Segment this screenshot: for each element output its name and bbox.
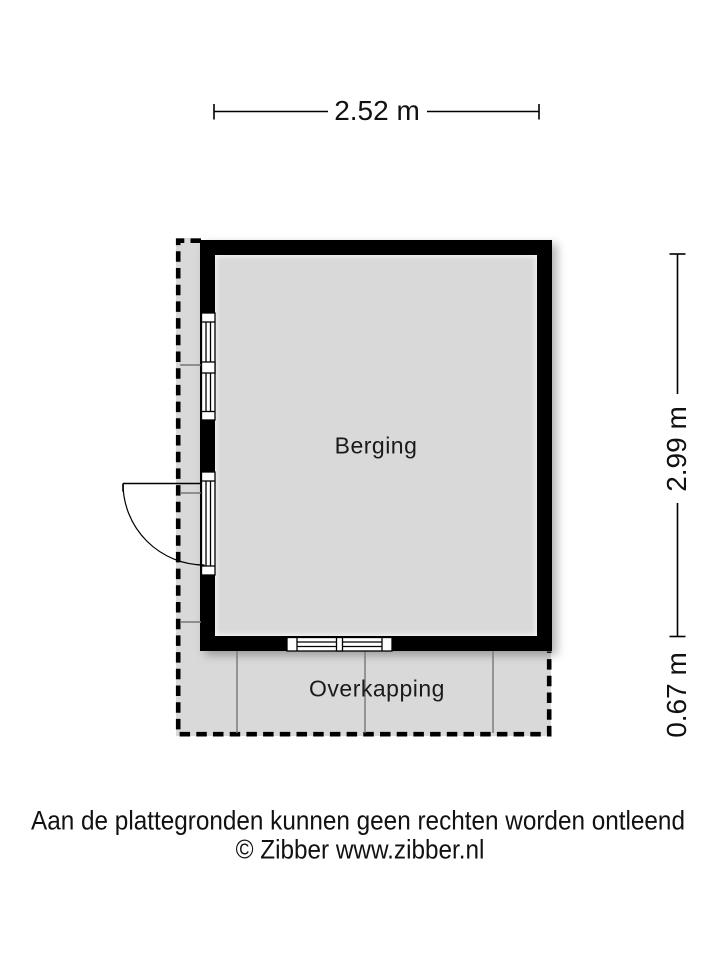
dimension-height-main-label: 2.99 m xyxy=(661,406,692,492)
footer-credit: © Zibber www.zibber.nl xyxy=(235,834,485,865)
footer-disclaimer: Aan de plattegronden kunnen geen rechten… xyxy=(31,805,685,836)
dimension-height-canopy-label: 0.67 m xyxy=(661,652,692,738)
room-label-overkapping: Overkapping xyxy=(309,675,445,702)
dimension-width-label: 2.52 m xyxy=(334,95,420,126)
overkapping-left-strip xyxy=(176,238,201,651)
room-label-berging: Berging xyxy=(334,432,418,459)
